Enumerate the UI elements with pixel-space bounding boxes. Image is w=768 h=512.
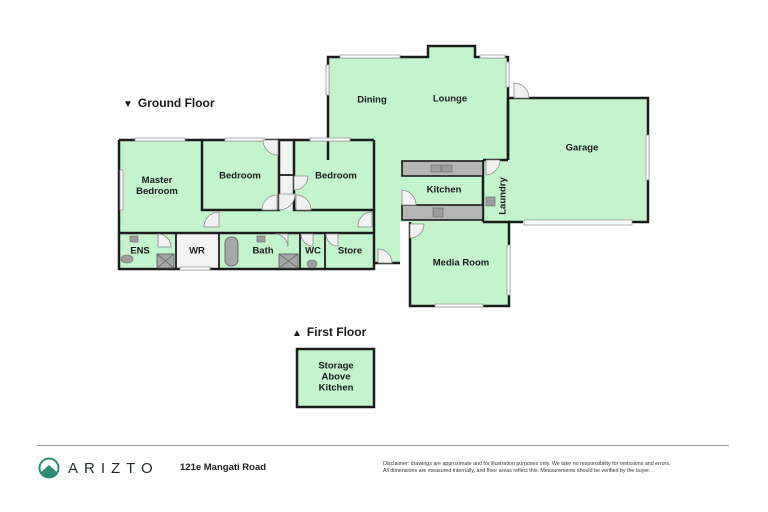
disclaimer-line-2: All dimensions are measured internally, … [383,468,651,474]
room-label-wc: WC [305,245,321,257]
first-floor-heading: ▲ First Floor [292,325,366,339]
kitchen-benches [401,160,496,221]
room-label-dining: Dining [357,94,387,106]
room-label-bedroom-1: Bedroom [219,170,261,182]
room-label-master-bedroom: Master Bedroom [136,175,178,197]
room-label-kitchen: Kitchen [426,184,462,196]
ground-floor-heading: ▼ Ground Floor [123,96,215,110]
property-address: 121e Mangati Road [180,462,267,473]
doors [157,82,530,264]
room-label-wr: WR [189,245,205,257]
ground-floor-label: Ground Floor [137,96,215,110]
room-label-store: Store [337,245,363,257]
brand-logo: ARIZTO [38,457,159,479]
mountain-circle-icon [38,457,60,479]
room-label-media-room: Media Room [432,257,490,269]
room-label-lounge: Lounge [432,93,468,105]
disclaimer: Disclaimer: drawings are approximate and… [383,461,670,475]
first-floor-label: First Floor [306,325,367,339]
room-label-storage-above-kitchen: Storage Above Kitchen [318,360,354,394]
disclaimer-line-1: Disclaimer: drawings are approximate and… [383,461,671,467]
up-triangle-icon: ▲ [292,328,302,339]
footer-divider [37,445,729,446]
windows [119,54,650,308]
room-label-garage: Garage [565,142,599,154]
room-label-ens: ENS [130,245,150,257]
room-label-bath: Bath [252,245,274,257]
down-triangle-icon: ▼ [123,99,133,110]
brand-name: ARIZTO [68,459,159,477]
room-label-bedroom-2: Bedroom [315,170,357,182]
bathroom-fixtures [120,235,318,269]
room-label-laundry: Laundry [497,177,509,215]
